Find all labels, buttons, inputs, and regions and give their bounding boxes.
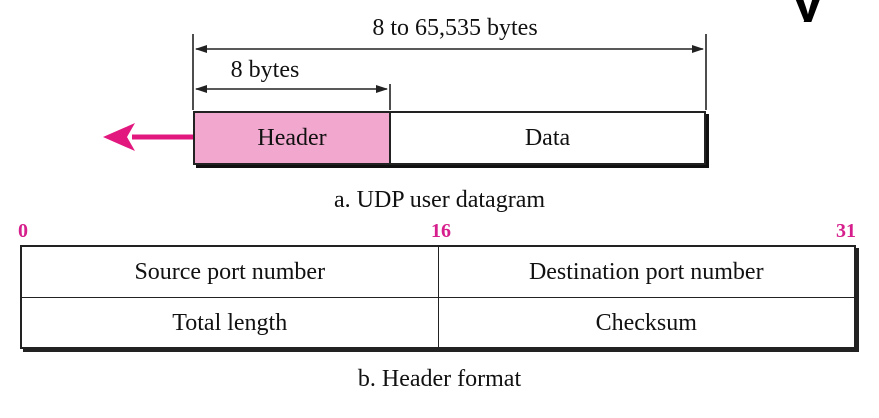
udp-header-format-table: Source port number Destination port numb…: [20, 245, 856, 349]
caption-header-format: b. Header format: [357, 366, 522, 392]
udp-user-datagram: Header Data: [193, 111, 706, 165]
header-row-length-checksum: Total length Checksum: [22, 297, 854, 348]
datagram-total-size-label: 8 to 65,535 bytes: [372, 15, 538, 41]
datagram-header-section: Header: [195, 113, 391, 163]
total-length-field: Total length: [172, 309, 288, 336]
bit-label-31: 31: [836, 220, 856, 242]
partial-title-glyph: y: [792, 0, 844, 22]
datagram-data-section: Data: [391, 113, 704, 163]
caption-udp-user-datagram: a. UDP user datagram: [333, 187, 546, 213]
bit-label-16: 16: [431, 220, 451, 242]
header-row-ports: Source port number Destination port numb…: [22, 247, 854, 297]
checksum-field: Checksum: [437, 298, 855, 348]
source-port-field: Source port number: [134, 258, 326, 285]
datagram-header-size-label: 8 bytes: [230, 57, 300, 83]
bit-label-0: 0: [18, 220, 28, 242]
destination-port-field: Destination port number: [437, 247, 855, 297]
header-pointer-arrow: [103, 123, 194, 151]
